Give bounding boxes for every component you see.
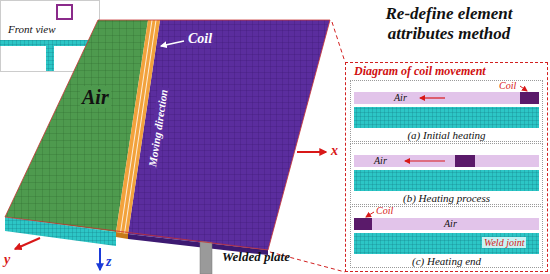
stage-caption: (c) Heating end (351, 255, 542, 268)
air-band: Air (354, 155, 539, 167)
stage-caption: (b) Heating process (351, 192, 542, 205)
z-axis-arrow (99, 248, 101, 270)
web-plate (200, 241, 212, 274)
air-block-front (5, 217, 116, 246)
axis-label: z (106, 254, 111, 269)
weld-mesh (354, 107, 539, 128)
zoom-line (332, 22, 345, 62)
model-outline (5, 20, 330, 250)
axis-label: y (4, 252, 10, 267)
motion-arrow (420, 97, 445, 98)
y-axis-arrow (15, 238, 40, 249)
part-label: Coil (499, 80, 516, 91)
coil-stripe (121, 20, 153, 233)
region-label: Air (374, 155, 387, 167)
flange-section (0, 40, 98, 46)
weld-mesh (354, 170, 539, 191)
motion-arrow (405, 160, 445, 161)
coil-block (354, 218, 372, 230)
air-band (354, 155, 539, 167)
weld-mesh (354, 233, 539, 254)
coil-block (455, 155, 475, 167)
direction-label: Moving direction (146, 87, 170, 170)
web-section (46, 46, 54, 71)
stage-panel: (b) Heating process Air (350, 143, 543, 205)
coil-pointer (161, 41, 184, 46)
figure-title: Re-define element attributes method (356, 4, 542, 44)
air-band (354, 92, 539, 104)
part-label: Coil (376, 205, 393, 216)
region-label: Air (444, 218, 457, 230)
region-label: Weld joint (482, 237, 526, 248)
region-label: Air (394, 92, 407, 104)
panel-heading: Diagram of coil movement (354, 64, 486, 78)
coil-pointer (366, 212, 374, 217)
x-axis-arrow (297, 151, 326, 153)
axis-label: x (331, 143, 338, 158)
front-view-inset: Front view (0, 0, 100, 72)
air-band (354, 218, 539, 230)
part-label: Coil (186, 31, 214, 46)
region-label: Air (80, 86, 111, 108)
coil-block (520, 92, 539, 104)
part-label: Welded plate (222, 250, 290, 264)
air-band: Air (354, 92, 539, 104)
welded-plate-top (128, 20, 330, 250)
air-band: Air (354, 218, 539, 230)
stage-caption: (a) Initial heating (351, 129, 542, 142)
coil-front (116, 232, 128, 239)
panel-heading: Front view (8, 23, 56, 36)
coil-pointer (520, 86, 527, 91)
coil-section (57, 5, 72, 19)
